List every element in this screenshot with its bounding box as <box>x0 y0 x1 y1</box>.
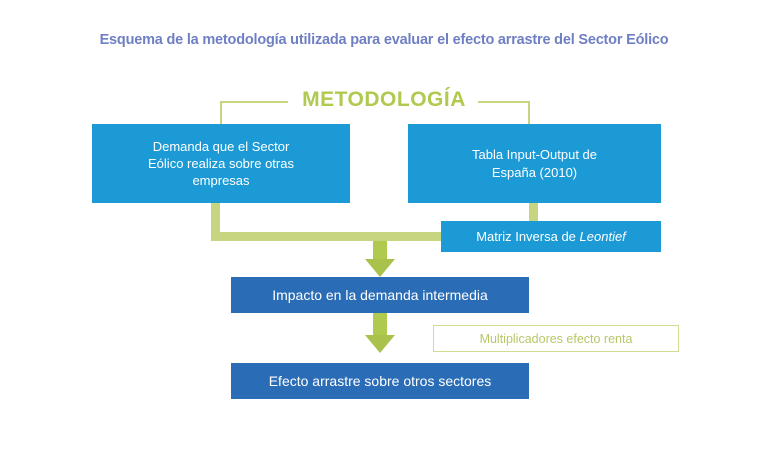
node-matriz-emphasis: Leontief <box>579 228 626 244</box>
arrow-down-to-efecto <box>365 335 395 353</box>
node-matriz-inversa-leontief: Matriz Inversa de Leontief <box>441 221 661 252</box>
node-multiplicadores-label: Multiplicadores efecto renta <box>479 331 633 346</box>
section-heading-metodologia: METODOLOGÍA <box>302 88 466 111</box>
connector-stem-to-efecto <box>373 313 387 339</box>
node-tabla-input-output: Tabla Input-Output de España (2010) <box>408 124 661 203</box>
node-demanda-line-2: Eólico realiza sobre otras <box>148 155 294 171</box>
bracket-left-arm <box>220 101 288 103</box>
bracket-right-stem <box>528 101 530 125</box>
node-impacto-label: Impacto en la demanda intermedia <box>272 286 488 303</box>
node-demanda-line-1: Demanda que el Sector <box>152 138 290 154</box>
node-impacto-demanda-intermedia: Impacto en la demanda intermedia <box>231 277 529 313</box>
node-demanda-sector-eolico: Demanda que el Sector Eólico realiza sob… <box>92 124 350 203</box>
node-matriz-prefix: Matriz Inversa de <box>476 228 580 244</box>
bracket-left-stem <box>220 101 222 125</box>
node-tabla-line-1: Tabla Input-Output de <box>471 147 598 163</box>
arrow-down-to-impacto <box>365 259 395 277</box>
node-tabla-line-2: España (2010) <box>491 164 578 180</box>
connector-stem-to-impacto <box>373 241 387 263</box>
bracket-right-arm <box>478 101 530 103</box>
connector-tabla-to-matriz <box>529 203 538 222</box>
node-efecto-label: Efecto arrastre sobre otros sectores <box>268 372 492 389</box>
page-title: Esquema de la metodología utilizada para… <box>99 32 669 48</box>
connector-demanda-to-matriz <box>211 232 443 241</box>
node-efecto-arrastre: Efecto arrastre sobre otros sectores <box>231 363 529 399</box>
connector-demanda-down <box>211 203 220 241</box>
node-multiplicadores-efecto-renta: Multiplicadores efecto renta <box>433 325 679 352</box>
node-demanda-line-3: empresas <box>192 173 250 189</box>
